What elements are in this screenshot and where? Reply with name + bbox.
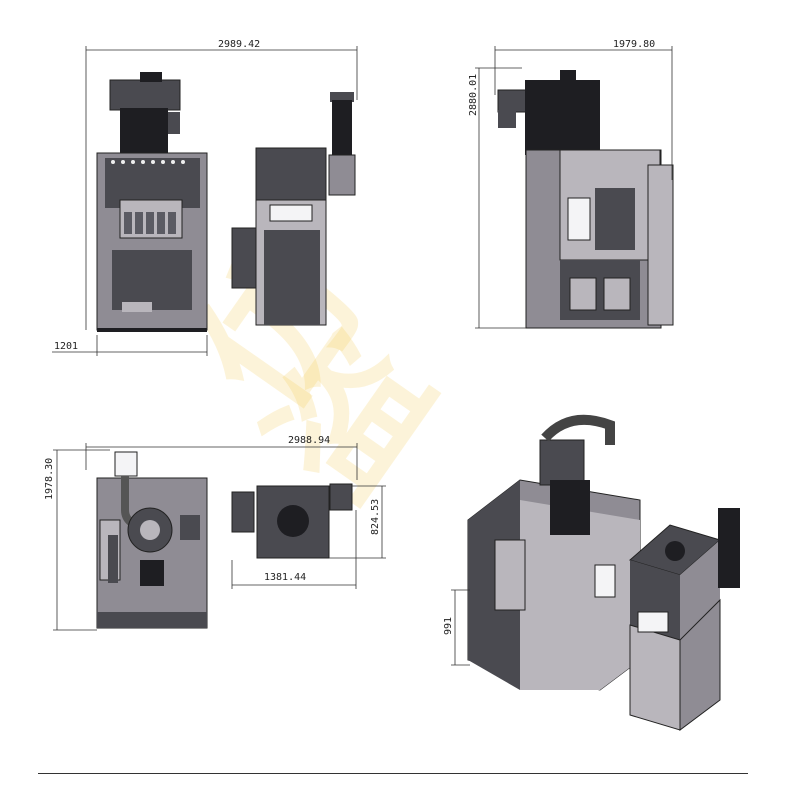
dim-top-width: 2988.94 xyxy=(288,435,330,446)
top-view xyxy=(96,451,353,629)
dim-side-height: 2880.01 xyxy=(468,74,479,116)
iso-dimension-lines xyxy=(451,589,470,666)
dim-top-depth: 1978.30 xyxy=(44,458,55,500)
dim-module-depth: 824.53 xyxy=(370,499,381,535)
front-view xyxy=(96,72,208,332)
dim-front-base: 1201 xyxy=(54,341,78,352)
dim-side-width: 1979.80 xyxy=(613,39,655,50)
dim-front-width: 2989.42 xyxy=(218,39,260,50)
isometric-view xyxy=(467,414,740,731)
module-side-view xyxy=(231,92,356,326)
front-dimension-lines xyxy=(52,46,358,356)
dim-iso-height: 991 xyxy=(443,617,454,635)
right-side-view xyxy=(497,70,674,329)
top-dimension-lines xyxy=(53,443,386,631)
footer-rule xyxy=(38,773,748,774)
dim-module-width: 1381.44 xyxy=(264,572,306,583)
right-dimension-lines xyxy=(475,46,673,329)
